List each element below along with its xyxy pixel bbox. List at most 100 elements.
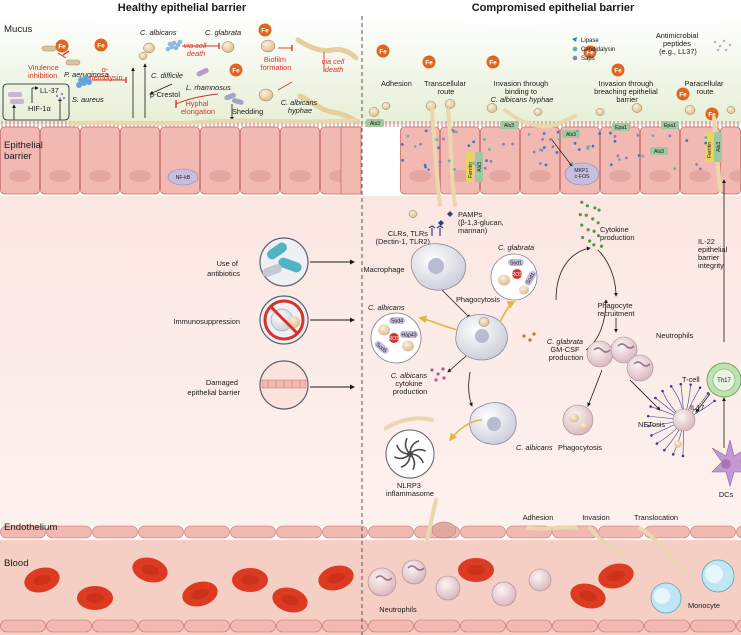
toxin-particle [472, 140, 476, 144]
toxin-particle [483, 138, 486, 141]
toxin-particle [539, 162, 542, 165]
toxin-particle [668, 134, 672, 138]
endothelial-cell [736, 619, 741, 633]
als3-tag: Als3 [366, 119, 384, 127]
heading-compromised: Compromised epithelial barrier [472, 2, 635, 14]
svg-text:Fe: Fe [679, 92, 687, 99]
hif-box [2, 83, 70, 121]
svg-text:Sod1: Sod1 [510, 261, 522, 267]
label-clrs: CLRs, TLRs (Dectin-1, TLR2) [376, 229, 431, 246]
blood-neutrophils [367, 559, 552, 607]
svg-text:Sod1: Sod1 [525, 272, 536, 286]
toxin-particle [401, 158, 405, 162]
toxin-particle [542, 132, 546, 136]
endothelial-cell [368, 619, 414, 633]
neutrophil-cluster [586, 336, 654, 382]
cell-nucleus [209, 170, 231, 182]
toxin-particle [555, 151, 559, 154]
fe-icon: Fe [229, 63, 243, 77]
cytokine-particle [592, 243, 596, 247]
net-fiber-end [663, 448, 666, 452]
label-il22: IL-22 epithelial barrier integrity [698, 237, 729, 270]
toxin-particle [454, 130, 458, 134]
endothelial-cell [460, 525, 506, 539]
label-virulence-inhibition: Virulence inhibition [28, 63, 61, 80]
cytokine-particle [578, 213, 582, 217]
peptide-dots [713, 39, 732, 52]
label-neutrophils-mid: Neutrophils [656, 331, 694, 340]
compromised-mucus-content: Fe Fe Fe Fe Fe Fe Fe Lipase Candidalysin… [366, 31, 736, 207]
sod1-tag: Sod1 [524, 270, 537, 286]
cytokine-particle [592, 229, 596, 233]
svg-text:Als3: Als3 [716, 142, 722, 152]
svg-text:Als3: Als3 [566, 132, 576, 138]
cell-nucleus [249, 170, 271, 182]
endothelial-cell [368, 525, 414, 539]
label-paracellular: Paracellular route [684, 79, 725, 96]
endothelial-cell [276, 619, 322, 633]
endothelial-cell [736, 525, 741, 539]
net-fiber-end [669, 385, 673, 388]
risk-factors: Use of antibiotics Immunosuppression Dam… [173, 237, 355, 410]
section-mucus: Mucus [4, 24, 32, 35]
blood-content: Adhesion Invasion Translocation Neutroph… [24, 498, 735, 614]
epithelial-cell [80, 126, 120, 195]
toxin-particle [538, 148, 542, 152]
toxin-particle [489, 159, 493, 163]
net-fiber-end [654, 396, 657, 400]
svg-text:Candidalysin: Candidalysin [581, 47, 615, 53]
endothelial-cell [46, 525, 92, 539]
toxin-particle [400, 142, 404, 146]
endothelial-cell [644, 619, 690, 633]
label-tcell: T-cell [682, 375, 700, 384]
cytokine-particle [585, 204, 589, 208]
label-phagocyte-recruitment: Phagocyte recruitment [598, 301, 635, 318]
cytokine-particle [581, 235, 585, 240]
epithelial-cell [200, 126, 240, 195]
endothelial-cell [460, 619, 506, 633]
cytokine-particle [586, 228, 590, 232]
yeast-cells-surface [368, 99, 736, 117]
toxin-particle [613, 139, 617, 143]
red-blood-cell-center [281, 594, 299, 606]
endothelial-cell [552, 619, 598, 633]
cell-nucleus [609, 170, 631, 182]
toxin-particle [438, 160, 442, 164]
sod4-tag: Sod4 [389, 317, 405, 325]
label-c-albicans-lower: C. albicans [516, 443, 553, 452]
net-fiber-end [671, 453, 675, 456]
toxin-particle [447, 159, 451, 163]
svg-text:Ferritin: Ferritin [707, 142, 713, 158]
cell-nucleus [729, 170, 741, 182]
net-fiber-end [681, 454, 685, 458]
svg-text:Fe: Fe [708, 112, 716, 119]
endothelial-cell [138, 619, 184, 633]
toxin-particle [551, 145, 555, 148]
toxin-particle [419, 142, 422, 146]
fe-icon: Fe [611, 63, 625, 77]
svg-text:Fe: Fe [425, 60, 433, 67]
epithelial-cell [280, 126, 320, 195]
fe-icon: Fe [258, 23, 272, 37]
toxin-particle [549, 138, 553, 141]
fe-icon: Fe [422, 55, 436, 69]
svg-text:Als3: Als3 [477, 162, 483, 172]
epithelial-cell [340, 126, 362, 195]
red-blood-cell-center [33, 574, 51, 586]
label-transcellular: Transcellular route [424, 79, 468, 96]
section-endothelium: Endothelium [4, 522, 57, 533]
toxin-particle [618, 158, 621, 161]
svg-text:Lipase: Lipase [581, 38, 599, 44]
svg-text:Hap43: Hap43 [401, 333, 416, 339]
toxin-particle [544, 163, 548, 167]
svg-text:Epa1: Epa1 [664, 123, 676, 129]
toxin-particle [474, 163, 478, 167]
hap43-tag: Hap43 [400, 331, 418, 339]
toxin-particle [451, 128, 455, 132]
label-nfkb: NF-kB [176, 175, 191, 181]
red-blood-cell-center [327, 572, 345, 584]
toxin-particle [613, 134, 617, 138]
cell-nucleus [89, 170, 111, 182]
section-epithelial: Epithelial barrier [4, 140, 46, 162]
s-aureus-cluster [76, 75, 92, 88]
